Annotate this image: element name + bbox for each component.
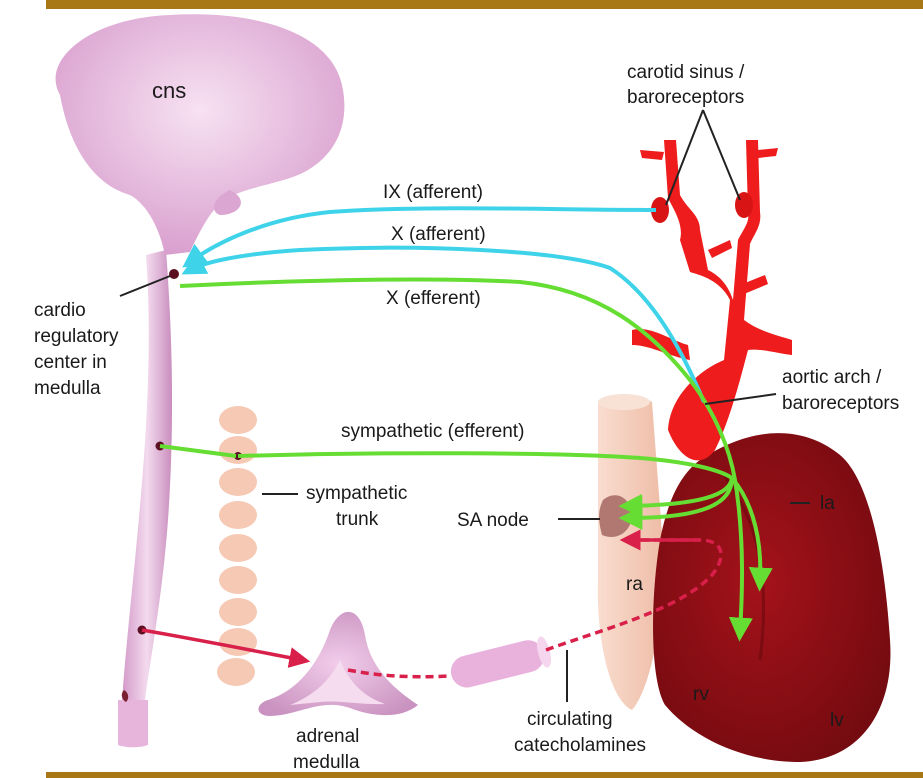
- circulating-label-line1: circulating: [527, 709, 613, 730]
- x-afferent-label: X (afferent): [391, 224, 486, 245]
- blood-vessel: [448, 635, 554, 691]
- sympathetic-efferent-label: sympathetic (efferent): [341, 421, 524, 442]
- ra-label: ra: [626, 574, 643, 595]
- sympathetic-efferent-nerve: [238, 453, 732, 478]
- medulla-center-dot: [169, 269, 179, 279]
- cns-label: cns: [152, 78, 186, 103]
- top-bar: [46, 0, 923, 9]
- heart-illustration: [598, 140, 891, 762]
- x-efferent-label: X (efferent): [386, 288, 481, 309]
- adrenal-label-line1: adrenal: [296, 726, 359, 747]
- aortic-label-line2: baroreceptors: [782, 393, 899, 414]
- trunk-label-line1: sympathetic: [306, 483, 407, 504]
- carotid-label-line1: carotid sinus /: [627, 62, 745, 83]
- ix-afferent-label: IX (afferent): [383, 182, 483, 203]
- lv-label: lv: [830, 710, 844, 731]
- rv-label: rv: [693, 684, 709, 705]
- bottom-bar: [46, 772, 923, 778]
- cardio-label-line1: cardio: [34, 300, 86, 321]
- x-afferent-nerve: [190, 248, 704, 402]
- cardio-label-line4: medulla: [34, 378, 101, 399]
- sa-node-label: SA node: [457, 510, 529, 531]
- circulating-label-line2: catecholamines: [514, 735, 646, 756]
- cardio-label-line2: regulatory: [34, 326, 119, 347]
- trunk-label-line2: trunk: [336, 509, 379, 530]
- adrenal-medulla-illustration: [258, 612, 418, 716]
- adrenal-label-line2: medulla: [293, 752, 360, 773]
- cardio-label-line3: center in: [34, 352, 107, 373]
- aortic-label-line1: aortic arch /: [782, 367, 882, 388]
- carotid-label-line2: baroreceptors: [627, 87, 744, 108]
- la-label: la: [820, 493, 835, 514]
